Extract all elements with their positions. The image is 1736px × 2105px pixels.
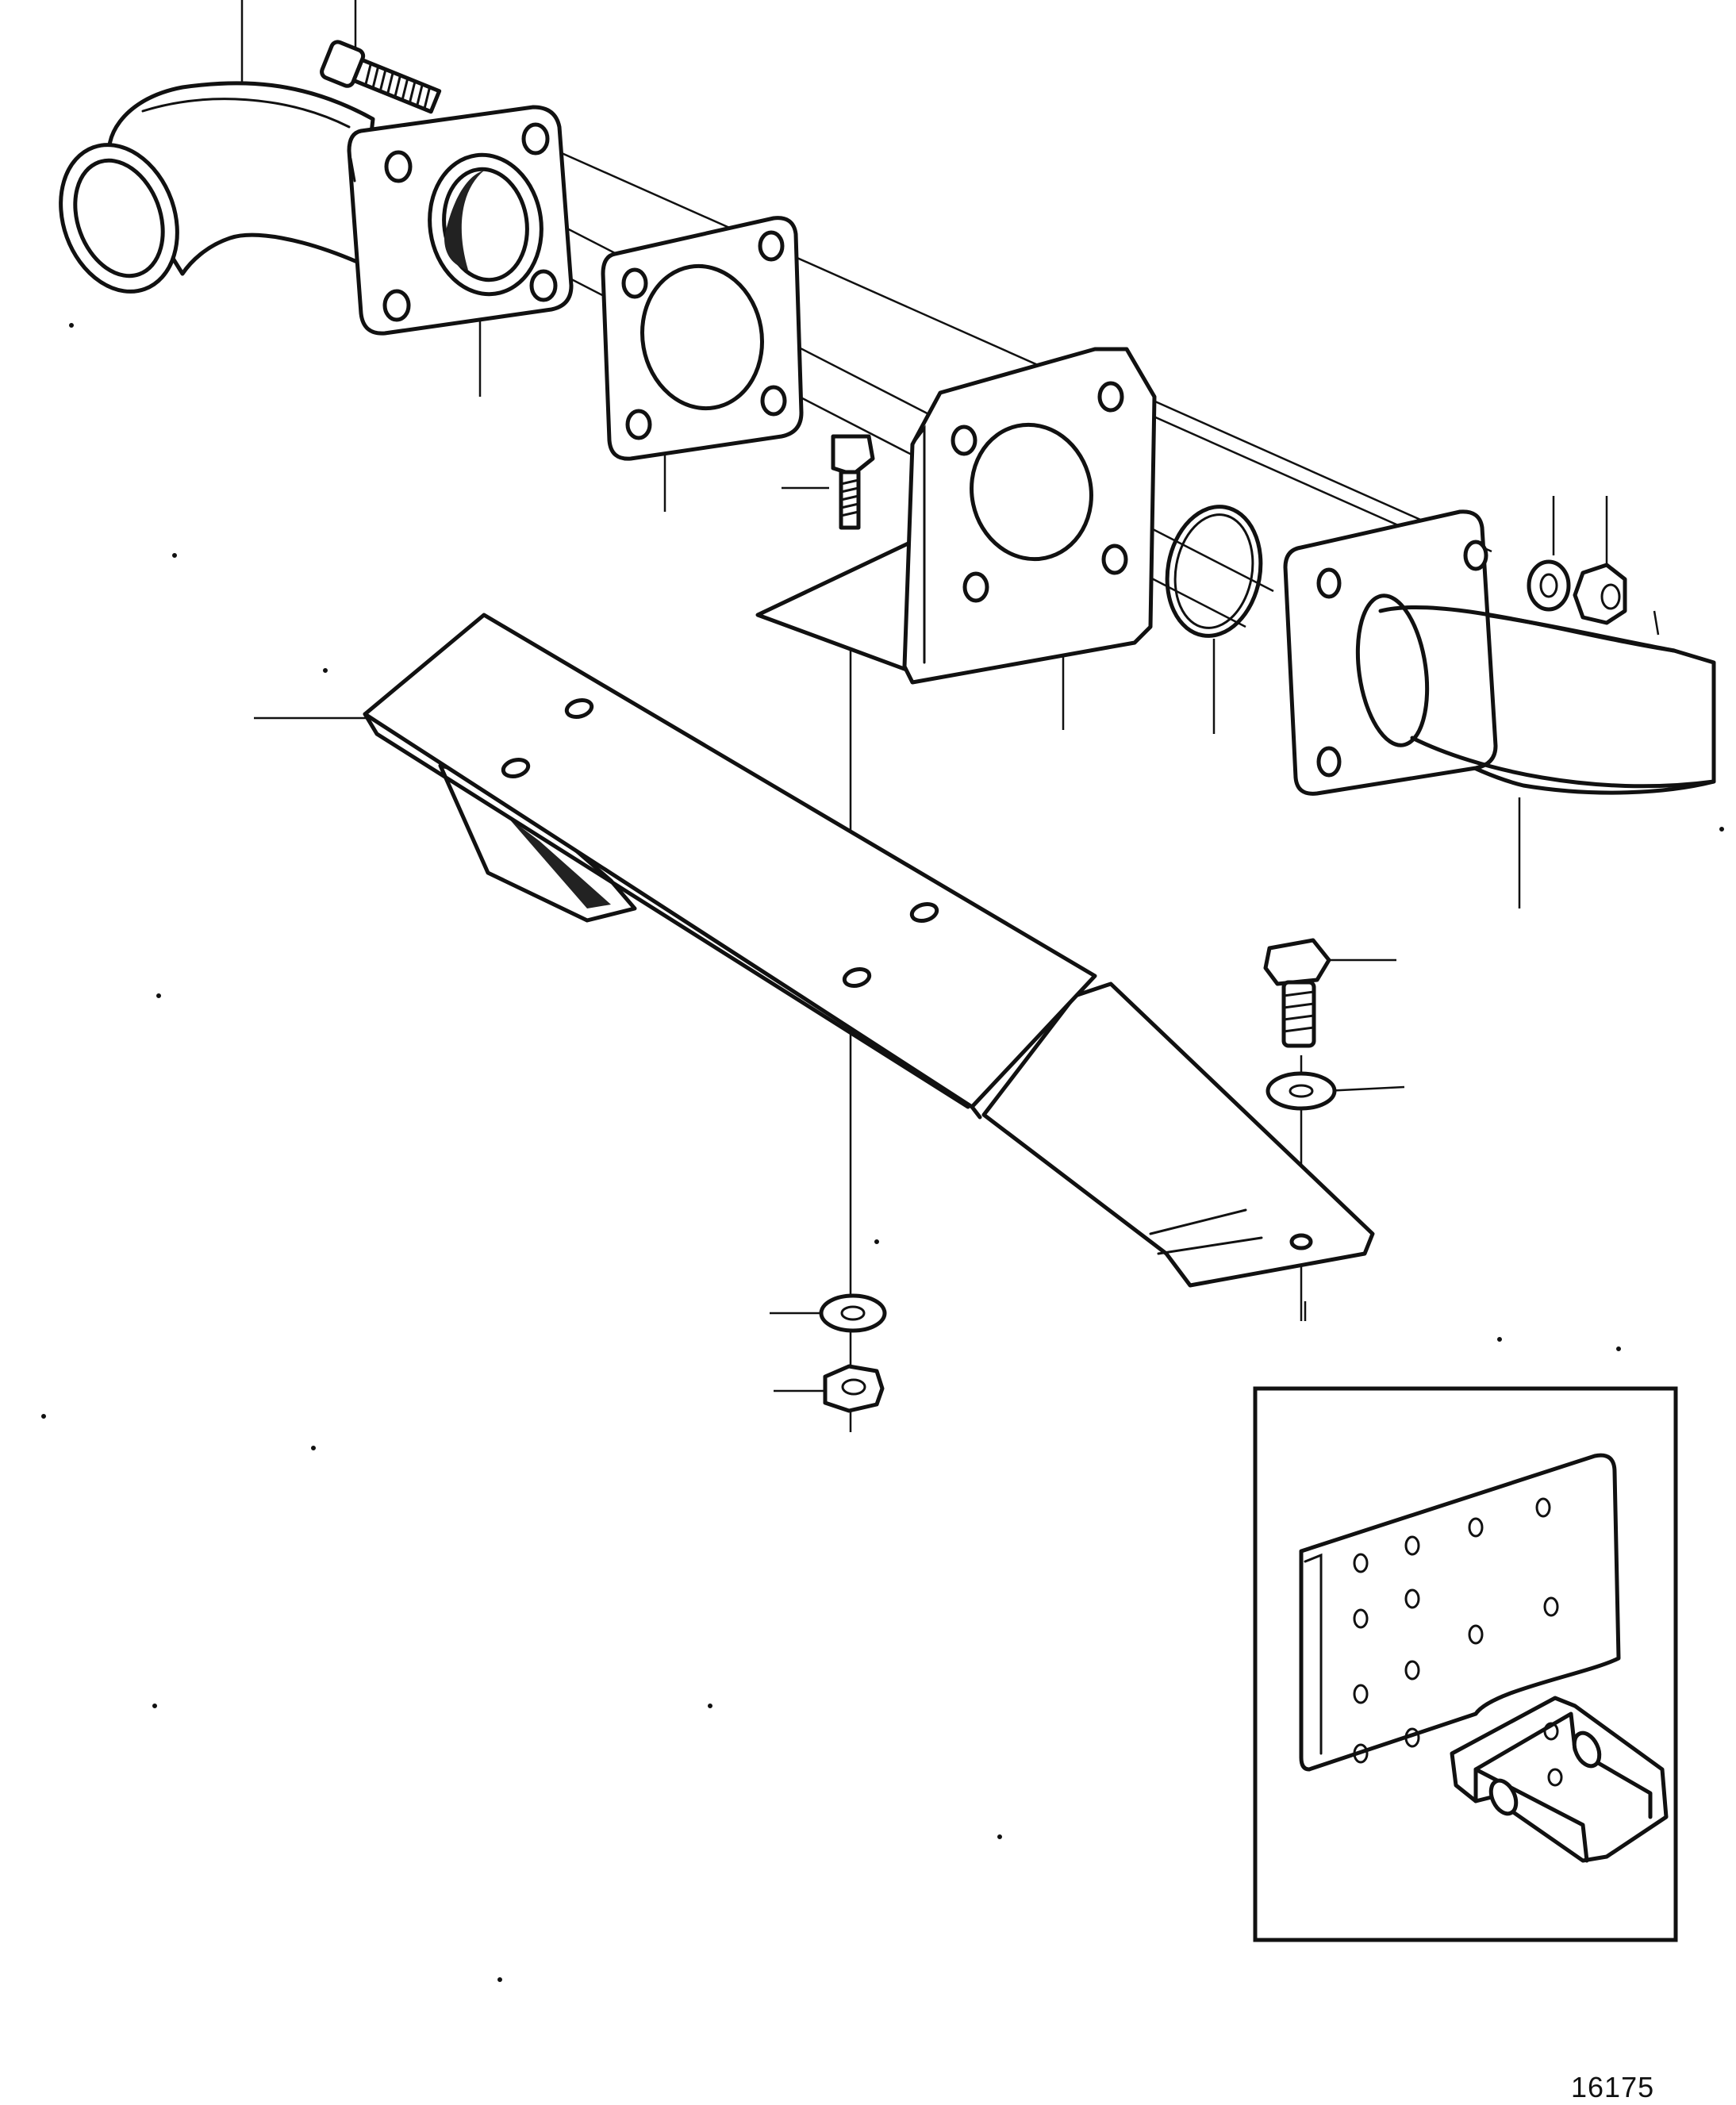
hex-bolt-icon xyxy=(320,40,442,114)
exhaust-elbow-icon xyxy=(59,81,375,294)
hex-bolt-icon xyxy=(831,434,875,530)
callout-leader-lines xyxy=(240,0,1660,1392)
exhaust-pipe-icon xyxy=(1283,509,1716,796)
square-flange-icon xyxy=(347,105,574,336)
square-gasket-icon xyxy=(601,216,804,461)
hex-bolt-icon xyxy=(1263,938,1331,1048)
support-bar-icon xyxy=(363,613,1375,1288)
hex-nut-icon xyxy=(1573,563,1627,625)
mounting-plate-inset-icon xyxy=(1253,1386,1678,1942)
washer-icon xyxy=(819,1293,887,1333)
hex-nut-icon xyxy=(823,1364,885,1413)
scan-specks xyxy=(41,323,1724,1982)
figure-reference-number: 16175 xyxy=(1571,2071,1655,2103)
washer-icon xyxy=(1266,1071,1337,1111)
plate-holes xyxy=(1353,1497,1559,1764)
angle-bracket-icon xyxy=(755,347,1157,685)
o-ring-icon xyxy=(1165,505,1263,638)
washer-icon xyxy=(1527,559,1571,612)
